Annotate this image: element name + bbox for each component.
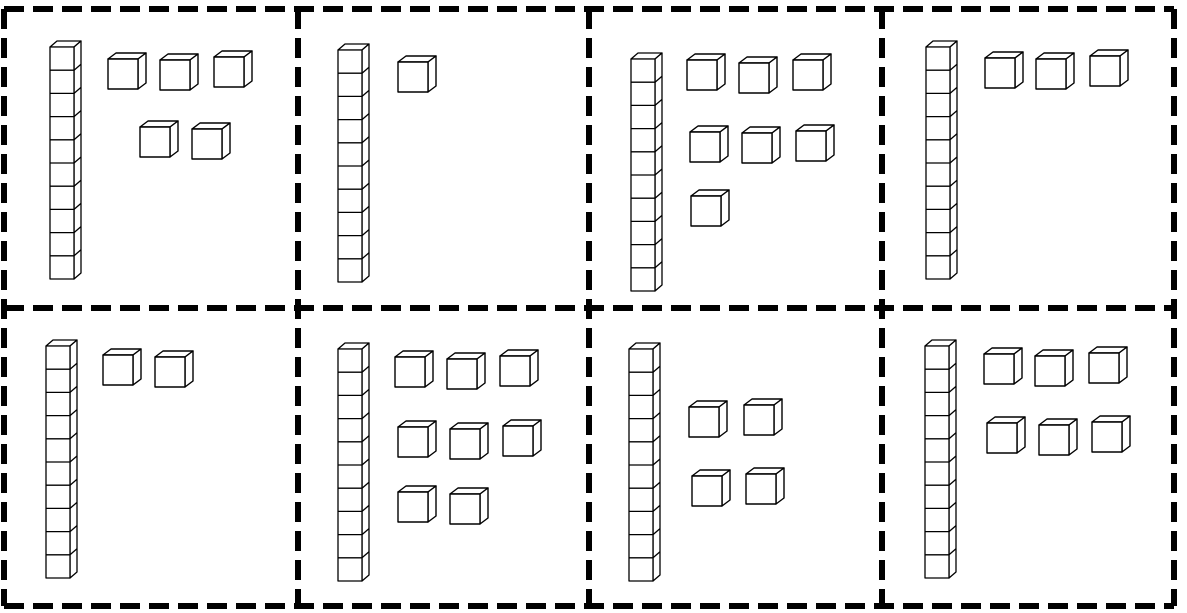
unit-cube: [108, 53, 146, 89]
unit-cube: [739, 57, 777, 93]
unit-cube: [160, 54, 198, 90]
unit-cube: [1089, 347, 1127, 383]
unit-cube: [692, 470, 730, 506]
ten-rod: [338, 343, 369, 581]
unit-cube: [140, 121, 178, 157]
unit-cube: [689, 401, 727, 437]
unit-cube: [500, 350, 538, 386]
unit-cube: [744, 399, 782, 435]
unit-cube: [214, 51, 252, 87]
unit-cube: [155, 351, 193, 387]
unit-cube: [395, 351, 433, 387]
ten-rod: [631, 53, 662, 291]
unit-cube: [450, 423, 488, 459]
unit-cube: [1090, 50, 1128, 86]
place-value-card: [631, 53, 834, 291]
unit-cube: [447, 353, 485, 389]
unit-cube: [687, 54, 725, 90]
unit-cube: [746, 468, 784, 504]
ten-rod: [50, 41, 81, 279]
unit-cube: [742, 127, 780, 163]
place-value-card: [925, 340, 1130, 578]
ten-rod: [925, 340, 956, 578]
unit-cube: [103, 349, 141, 385]
unit-cube: [1036, 53, 1074, 89]
unit-cube: [691, 190, 729, 226]
unit-cube: [398, 421, 436, 457]
unit-cube: [192, 123, 230, 159]
unit-cube: [1092, 416, 1130, 452]
place-value-card: [46, 340, 193, 578]
ten-rod: [926, 41, 957, 279]
unit-cube: [690, 126, 728, 162]
ten-rod: [629, 343, 660, 581]
unit-cube: [1039, 419, 1077, 455]
unit-cube: [793, 54, 831, 90]
place-value-card: [338, 44, 436, 282]
ten-rod: [338, 44, 369, 282]
place-value-card: [926, 41, 1128, 279]
unit-cube: [398, 56, 436, 92]
unit-cube: [450, 488, 488, 524]
ten-rod: [46, 340, 77, 578]
unit-cube: [1035, 350, 1073, 386]
unit-cube: [503, 420, 541, 456]
place-value-card: [50, 41, 252, 279]
unit-cube: [796, 125, 834, 161]
unit-cube: [398, 486, 436, 522]
unit-cube: [985, 52, 1023, 88]
unit-cube: [984, 348, 1022, 384]
place-value-card: [629, 343, 784, 581]
unit-cube: [987, 417, 1025, 453]
dashed-cut-lines: [4, 9, 1174, 606]
place-value-card: [338, 343, 541, 581]
